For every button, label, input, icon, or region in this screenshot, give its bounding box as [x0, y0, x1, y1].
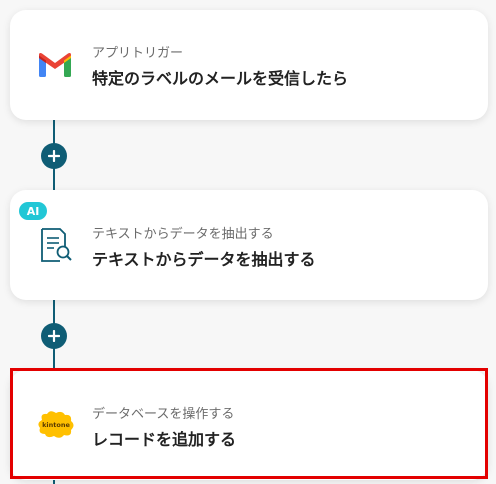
step-title: テキストからデータを抽出する	[92, 250, 316, 269]
ai-badge: AI	[19, 202, 47, 220]
ai-extract-card[interactable]: テキストからデータを抽出する テキストからデータを抽出する	[10, 190, 488, 300]
kintone-card[interactable]: kintone データベースを操作する レコードを追加する	[10, 370, 488, 480]
add-step-button[interactable]	[41, 323, 67, 349]
flow-connector-line	[53, 478, 55, 484]
gmail-icon	[36, 46, 74, 84]
step-type-label: アプリトリガー	[92, 46, 184, 61]
plus-icon	[48, 150, 60, 162]
step-title: 特定のラベルのメールを受信したら	[92, 69, 349, 88]
kintone-icon: kintone	[36, 410, 76, 440]
kintone-logo-text: kintone	[42, 421, 70, 429]
document-search-icon	[36, 226, 74, 264]
trigger-card[interactable]: アプリトリガー 特定のラベルのメールを受信したら	[10, 10, 488, 120]
add-step-button[interactable]	[41, 143, 67, 169]
step-title: レコードを追加する	[92, 430, 237, 449]
step-type-label: テキストからデータを抽出する	[92, 227, 274, 242]
plus-icon	[48, 330, 60, 342]
step-type-label: データベースを操作する	[92, 407, 235, 422]
